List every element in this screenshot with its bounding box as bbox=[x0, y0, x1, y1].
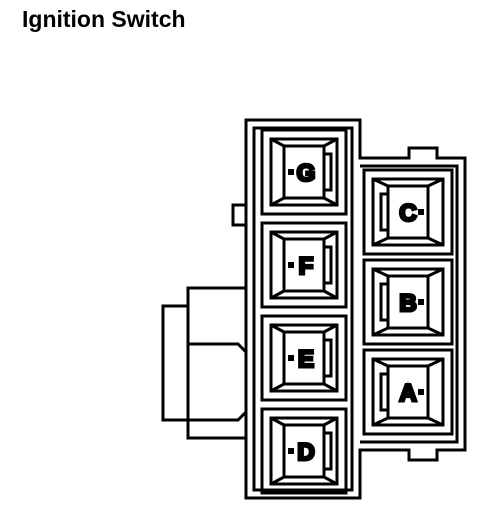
connector-side-rib-top bbox=[188, 342, 248, 354]
pin-marker bbox=[288, 169, 294, 175]
pin-cavity-outer bbox=[260, 407, 348, 495]
pin-marker bbox=[288, 448, 294, 454]
pin-latch bbox=[379, 282, 388, 322]
pin-latch bbox=[324, 338, 333, 378]
pin-cavity-bevel bbox=[372, 357, 444, 427]
pin-latch bbox=[324, 152, 333, 192]
pin-a: A bbox=[362, 348, 454, 436]
pin-cavity-outer bbox=[260, 128, 348, 216]
pin-cavity-bevel bbox=[372, 177, 444, 247]
pin-d: D bbox=[260, 407, 348, 495]
connector-right-column-inner bbox=[360, 164, 459, 444]
pin-label-f: F bbox=[299, 253, 314, 280]
pin-label-g: G bbox=[297, 160, 316, 187]
pin-label-d: D bbox=[297, 439, 314, 466]
pin-cavity-outer bbox=[362, 258, 454, 346]
pin-cavity-bevel bbox=[270, 230, 338, 300]
pin-cavity-bevel bbox=[372, 267, 444, 337]
pin-cavity-inner bbox=[371, 357, 445, 427]
pin-label-c: C bbox=[399, 200, 416, 227]
pin-cavity-outer bbox=[362, 348, 454, 436]
connector-left-latch bbox=[231, 203, 248, 227]
right-column-pins: C B A bbox=[362, 168, 454, 436]
connector-side-housing bbox=[161, 286, 246, 440]
pin-marker bbox=[288, 355, 294, 361]
pin-latch bbox=[379, 192, 388, 232]
pin-cavity-inner bbox=[269, 323, 339, 393]
pin-cavity-inner bbox=[371, 267, 445, 337]
pin-marker bbox=[288, 262, 294, 268]
pin-cavity-bevel bbox=[270, 137, 338, 207]
pin-latch bbox=[324, 245, 333, 285]
pin-cavity-outer bbox=[260, 221, 348, 309]
pin-label-b: B bbox=[399, 290, 416, 317]
pin-b: B bbox=[362, 258, 454, 346]
diagram-title: Ignition Switch bbox=[22, 6, 186, 32]
connector-outer-housing bbox=[244, 118, 467, 500]
pin-cavity-outer bbox=[260, 314, 348, 402]
connector-left-column-inner bbox=[252, 126, 354, 492]
pin-latch bbox=[379, 372, 388, 412]
pin-label-a: A bbox=[399, 380, 416, 407]
pin-cavity-inner bbox=[269, 230, 339, 300]
pin-g: G bbox=[260, 128, 348, 216]
pin-cavity-bevel bbox=[270, 416, 338, 486]
pin-cavity-outer bbox=[362, 168, 454, 256]
pin-marker bbox=[418, 389, 424, 395]
pin-marker bbox=[418, 209, 424, 215]
pin-cavity-inner bbox=[371, 177, 445, 247]
pin-cavity-inner bbox=[269, 137, 339, 207]
connector-side-rib-bottom bbox=[188, 410, 248, 422]
pin-marker bbox=[418, 299, 424, 305]
pin-latch bbox=[324, 431, 333, 471]
pin-cavity-inner bbox=[269, 416, 339, 486]
pin-f: F bbox=[260, 221, 348, 309]
left-column-pins: G F E D bbox=[260, 128, 348, 495]
pin-e: E bbox=[260, 314, 348, 402]
pin-c: C bbox=[362, 168, 454, 256]
pin-label-e: E bbox=[298, 346, 314, 373]
pin-cavity-bevel bbox=[270, 323, 338, 393]
